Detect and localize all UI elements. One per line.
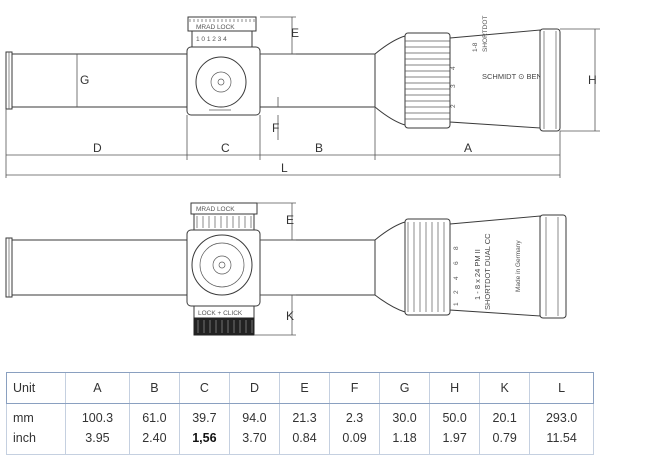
dim-label-e: E bbox=[291, 26, 299, 40]
top-view-dimensions: E G F H D C B A L bbox=[5, 16, 600, 178]
made-in-germany: Made in Germany bbox=[515, 240, 522, 292]
table-cell: 1.97 bbox=[429, 428, 480, 455]
table-cell: 20.1 bbox=[479, 403, 530, 428]
table-header-cell: H bbox=[429, 372, 480, 404]
mag-mark-2: 2 bbox=[450, 104, 457, 108]
table-header-cell: K bbox=[479, 372, 530, 404]
dim-label-f: F bbox=[272, 121, 279, 135]
dim-label-g: G bbox=[80, 73, 89, 87]
table-cell: 1.18 bbox=[379, 428, 430, 455]
dim-label-c: C bbox=[221, 141, 230, 155]
table-header-cell: E bbox=[278, 372, 330, 404]
side-main-tube-rear bbox=[259, 239, 376, 296]
side-mag-mark-6: 6 bbox=[453, 261, 460, 265]
top-view-scope: MRAD LOCK 1 0 1 2 3 4 2 3 4 1-8 SHORTDOT… bbox=[5, 16, 561, 132]
table-cell: 30.0 bbox=[379, 403, 430, 428]
side-ocular-bell bbox=[539, 214, 567, 319]
table-cell: 11.54 bbox=[529, 428, 594, 455]
dim-label-b: B bbox=[315, 141, 323, 155]
table-cell: 94.0 bbox=[228, 403, 280, 428]
table-header-cell: C bbox=[178, 372, 230, 404]
dim-label-d: D bbox=[93, 141, 102, 155]
turret-scale: 1 0 1 2 3 4 bbox=[196, 36, 227, 43]
dimensions-table: Unit A B C D E F G H K L mm 100.3 61.0 3… bbox=[5, 372, 594, 455]
main-tube-rear bbox=[259, 53, 376, 108]
table-header-cell: L bbox=[529, 372, 594, 404]
table-cell: 3.70 bbox=[228, 428, 280, 455]
side-model-engraving: 1 - 8 x 24 PM II bbox=[473, 249, 482, 300]
turret-scale-ring bbox=[191, 30, 253, 48]
table-cell: 0.84 bbox=[278, 428, 330, 455]
side-windage-turret bbox=[191, 234, 253, 296]
table-cell: 293.0 bbox=[529, 403, 594, 428]
table-unit-cell: mm bbox=[5, 403, 66, 428]
table-header-cell: F bbox=[329, 372, 380, 404]
table-cell: 0.09 bbox=[329, 428, 380, 455]
dim-label-l: L bbox=[281, 161, 288, 175]
turret-top-label: MRAD LOCK bbox=[196, 24, 235, 31]
table-header-cell: B bbox=[128, 372, 180, 404]
side-mag-mark-8: 8 bbox=[453, 246, 460, 250]
table-row: inch 3.95 2.40 1,56 3.70 0.84 0.09 1.18 … bbox=[5, 428, 594, 455]
side-mag-mark-4: 4 bbox=[453, 276, 460, 280]
side-turret-label: MRAD LOCK bbox=[196, 206, 235, 213]
table-cell: 39.7 bbox=[178, 403, 230, 428]
table-cell: 21.3 bbox=[278, 403, 330, 428]
table-cell: 1,56 bbox=[178, 428, 230, 455]
table-cell: 0.79 bbox=[479, 428, 530, 455]
table-unit-cell: inch bbox=[5, 428, 66, 455]
ocular-bell bbox=[539, 28, 561, 132]
model-short: SHORTDOT bbox=[482, 16, 489, 52]
table-header-cell: G bbox=[379, 372, 430, 404]
mag-mark-4: 4 bbox=[450, 66, 457, 70]
side-magnification-ring bbox=[404, 218, 451, 316]
table-cell: 2.3 bbox=[329, 403, 380, 428]
table-cell: 2.40 bbox=[128, 428, 180, 455]
side-eyepiece-body bbox=[449, 215, 541, 317]
table-header-row: Unit A B C D E F G H K L bbox=[5, 372, 594, 404]
dim-label-k: K bbox=[286, 309, 294, 323]
illumination-dial bbox=[193, 317, 255, 336]
side-view-dimensions: E K bbox=[254, 202, 296, 336]
side-view-scope: MRAD LOCK LOCK + CLICK bbox=[5, 202, 567, 336]
table-header-cell: A bbox=[65, 372, 130, 404]
table-header-cell: Unit bbox=[5, 372, 66, 404]
table-cell: 100.3 bbox=[65, 403, 130, 428]
model-number: 1-8 bbox=[472, 42, 479, 52]
side-model2-engraving: SHORTDOT DUAL CC bbox=[483, 233, 492, 310]
mag-mark-3: 3 bbox=[450, 84, 457, 88]
windage-turret bbox=[195, 56, 247, 108]
table-cell: 61.0 bbox=[128, 403, 180, 428]
side-mag-mark-1: 1 bbox=[453, 302, 460, 306]
side-main-tube-front bbox=[11, 239, 188, 296]
scope-technical-drawing: MRAD LOCK 1 0 1 2 3 4 2 3 4 1-8 SHORTDOT… bbox=[5, 16, 600, 336]
side-dim-label-e: E bbox=[286, 213, 294, 227]
side-turret-cap-label: LOCK + CLICK bbox=[198, 310, 243, 317]
table-header-cell: D bbox=[228, 372, 280, 404]
main-tube-front bbox=[11, 53, 188, 108]
table-row: mm 100.3 61.0 39.7 94.0 21.3 2.3 30.0 50… bbox=[5, 403, 594, 428]
dim-label-a: A bbox=[464, 141, 472, 155]
side-mag-mark-2: 2 bbox=[453, 290, 460, 294]
table-cell: 3.95 bbox=[65, 428, 130, 455]
table-cell: 50.0 bbox=[429, 403, 480, 428]
brand-engraving: SCHMIDT ⊙ BENDER bbox=[482, 72, 558, 81]
dim-label-h: H bbox=[588, 73, 597, 87]
